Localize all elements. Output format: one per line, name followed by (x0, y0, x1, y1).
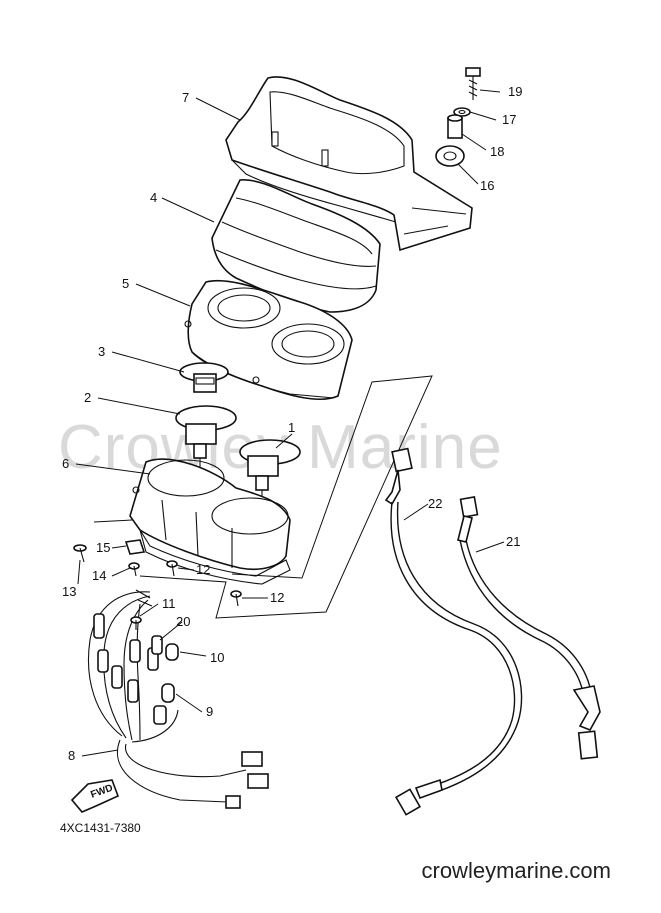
callout-22: 22 (428, 496, 442, 511)
callout-12-b: 12 (270, 590, 284, 605)
meter-case-part-5 (184, 280, 353, 400)
screw-part-12-a (166, 560, 178, 577)
callout-17: 16 (480, 178, 494, 193)
bulb-part-10 (165, 643, 179, 661)
callout-9: 9 (206, 704, 213, 719)
callout-1: 1 (288, 420, 295, 435)
meter-cover-part-7 (225, 76, 473, 252)
screw-part-13 (73, 544, 87, 563)
callout-20: 19 (508, 84, 522, 99)
callout-21: 21 (506, 534, 520, 549)
callout-19: 18 (490, 144, 504, 159)
meter-plate-part-3 (179, 362, 229, 393)
bulb-part-9 (161, 683, 175, 703)
meter-dial-part-2 (175, 405, 237, 468)
drawing-code: 4XC1431-7380 (60, 821, 141, 835)
callout-3: 3 (98, 344, 105, 359)
callout-5: 5 (122, 276, 129, 291)
callout-8: 8 (68, 748, 75, 763)
group-outline (139, 375, 433, 619)
collar-part-19 (447, 114, 463, 139)
cable-part-22 (384, 447, 523, 816)
callout-4: 4 (150, 190, 157, 205)
footer-site-link[interactable]: crowleymarine.com (421, 858, 612, 883)
screw-part-12-b (230, 590, 242, 607)
grommet-part-17 (435, 145, 465, 167)
meter-dial-part-1 (239, 439, 301, 498)
callout-2: 2 (84, 390, 91, 405)
bolt-part-20 (465, 67, 481, 100)
callout-15: 15 (96, 540, 110, 555)
callout-6: 6 (62, 456, 69, 471)
callout-12-a: 12 (196, 562, 210, 577)
callout-labels: 7 4 5 3 2 1 6 19 17 18 16 22 21 8 9 10 1… (62, 84, 522, 763)
socket-part-16 (151, 635, 163, 655)
leader-lines (75, 89, 505, 757)
grommet-part-11 (130, 616, 142, 630)
callout-10: 10 (210, 650, 224, 665)
screw-part-14 (128, 562, 140, 577)
clip-part-15 (124, 539, 146, 555)
callout-13: 13 (62, 584, 76, 599)
callout-7: 7 (182, 90, 189, 105)
callout-14: 14 (92, 568, 106, 583)
callout-18: 17 (502, 112, 516, 127)
meter-housing-part-4 (211, 179, 381, 313)
callout-11: 11 (162, 596, 176, 611)
callout-16: 20 (176, 614, 190, 629)
cable-part-21 (457, 495, 601, 760)
fwd-arrow: FWD (70, 779, 120, 813)
